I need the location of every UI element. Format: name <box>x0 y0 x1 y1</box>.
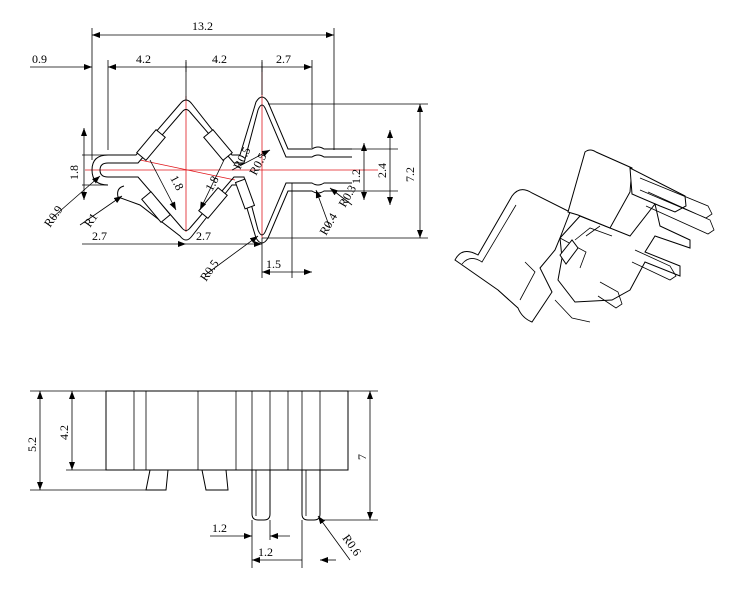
leader-r1 <box>79 195 123 226</box>
iso-left-body-edge <box>461 204 536 309</box>
center-line-diagonal <box>139 159 236 181</box>
leader-r04 <box>315 189 331 229</box>
dim-pin-radius: R0.6 <box>340 532 365 559</box>
leader-mid <box>231 149 271 171</box>
leader-diag <box>199 159 225 211</box>
dim-seg-1: 4.2 <box>136 52 151 66</box>
dim-seg-3: 2.7 <box>276 52 291 66</box>
side-foot-left <box>145 469 169 491</box>
side-foot-mid <box>201 469 229 491</box>
clip-outline-upper <box>108 104 352 164</box>
dim-inner-height: 2.4 <box>375 163 389 178</box>
dim-pin-width-2: 1.2 <box>258 545 273 559</box>
left-loop <box>91 154 109 186</box>
clip-outline-upper-inner <box>108 96 352 156</box>
dim-side-inner-height: 4.2 <box>57 425 71 440</box>
iso-left-body <box>454 189 571 323</box>
dim-body-height: 5.2 <box>25 437 39 452</box>
dim-bottom-right-width: 1.5 <box>266 257 281 271</box>
dim-radius-left-loop: R0.9 <box>41 203 66 230</box>
dim-diag-1: 1.8 <box>167 173 186 193</box>
leader-r05-bottom <box>204 235 259 276</box>
dim-radius-slot: R0.4 <box>316 211 340 238</box>
leader-pin-radius <box>317 515 351 561</box>
iso-rear-plate <box>567 149 633 229</box>
dim-radius-tip: R0.3 <box>335 183 359 210</box>
dim-overall-width: 13.2 <box>192 19 213 33</box>
tab-lower-left <box>141 190 171 224</box>
iso-front-tab <box>559 239 579 265</box>
dim-total-height: 7 <box>355 454 369 460</box>
dim-seg-2: 4.2 <box>212 52 227 66</box>
leader-r03 <box>329 187 353 206</box>
clip-outline-lower <box>108 176 352 236</box>
iso-rear-tab <box>629 167 687 213</box>
dim-radius-bottom-center: R0.5 <box>197 257 222 284</box>
iso-pin-upper <box>639 177 715 235</box>
top-view: 13.2 0.9 4.2 4.2 2.7 7.2 2.4 1.2 1.8 R0.… <box>30 19 428 284</box>
dim-pin-width-1: 1.2 <box>212 521 227 535</box>
dim-bottom-mid-offset: 2.7 <box>196 229 211 243</box>
side-pin-right <box>301 469 321 521</box>
side-body <box>105 390 349 471</box>
tab-upper-mid <box>203 128 233 162</box>
tab-lower-mid <box>198 186 228 220</box>
dim-overall-height: 7.2 <box>403 167 417 182</box>
dim-diag-2: 1.8 <box>202 174 221 194</box>
dim-radius-left-hook: R1 <box>81 210 101 230</box>
tab-right-upper <box>234 178 256 210</box>
iso-center-body <box>557 202 691 303</box>
side-view: 5.2 4.2 7 1.2 1.2 R0.6 <box>25 390 378 568</box>
tab-upper-left <box>136 128 166 162</box>
leader-diag <box>149 159 177 211</box>
isometric-view <box>454 149 715 323</box>
iso-pin-lower <box>597 249 677 309</box>
dim-left-loop-height: 1.8 <box>67 165 81 180</box>
dim-left-offset: 0.9 <box>32 52 47 66</box>
dim-bottom-left-offset: 2.7 <box>92 229 107 243</box>
left-loop-inner <box>99 162 109 178</box>
iso-detail-lines <box>554 225 613 323</box>
leader-r09 <box>51 175 101 219</box>
side-pin-left <box>251 469 271 521</box>
dim-slot-height: 1.2 <box>349 169 363 184</box>
